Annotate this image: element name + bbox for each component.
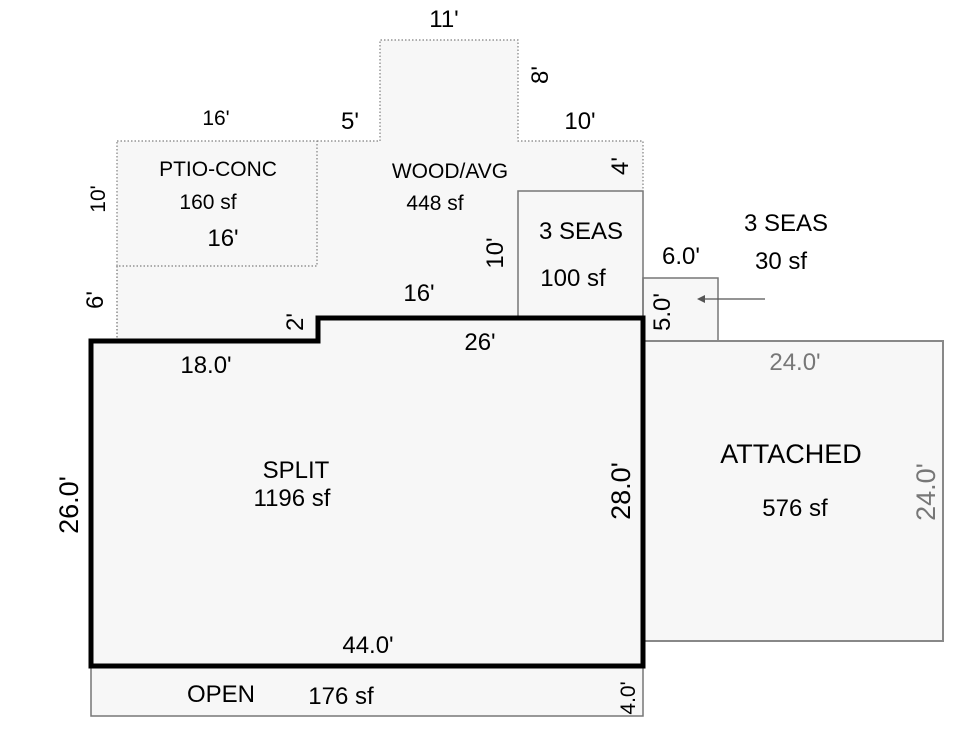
three-season-small-area: 30 sf xyxy=(755,248,807,275)
deck-dim-bump-top: 11' xyxy=(429,6,459,33)
patio-name: PTIO-CONC xyxy=(159,158,277,181)
garage-name: ATTACHED xyxy=(720,439,862,469)
room-fills xyxy=(91,40,943,716)
split-dim-bottom: 44.0' xyxy=(342,632,393,659)
deck-dim-bump-side: 8' xyxy=(527,66,554,84)
patio-dim-left: 10' xyxy=(87,185,110,212)
split-dim-top-right: 26' xyxy=(464,329,495,356)
porch-area: 176 sf xyxy=(308,683,374,710)
three-season-small-dim-side: 5.0' xyxy=(649,293,676,331)
split-main-outline xyxy=(88,315,646,669)
porch-dim-side: 4.0' xyxy=(617,681,640,714)
porch-name: OPEN xyxy=(187,681,255,708)
split-name: SPLIT xyxy=(263,457,330,484)
three-season-large-dim-side: 10' xyxy=(482,237,509,268)
patio-dim-bottom: 16' xyxy=(207,225,238,252)
deck-name: WOOD/AVG xyxy=(392,160,508,183)
split-dim-left: 26.0' xyxy=(54,476,84,534)
three-season-small-name: 3 SEAS xyxy=(744,210,828,237)
patio-area: 160 sf xyxy=(179,191,236,214)
patio-dim-top: 16' xyxy=(202,107,229,130)
patio-outline xyxy=(116,140,318,267)
deck-outline-path xyxy=(116,39,644,341)
deck-dim-step-left: 5' xyxy=(341,108,359,135)
garage-dim-top: 24.0' xyxy=(769,349,820,376)
three-season-small-dim-top: 6.0' xyxy=(662,243,700,270)
three-season-large-name: 3 SEAS xyxy=(539,218,623,245)
arrow-icon xyxy=(697,295,765,303)
deck-area: 448 sf xyxy=(406,192,463,215)
split-dim-right: 28.0' xyxy=(606,462,636,520)
deck-dim-right-drop: 4' xyxy=(607,157,634,175)
garage-dim-right: 24.0' xyxy=(911,463,941,521)
deck-dim-notch: 2' xyxy=(282,313,309,331)
garage-area: 576 sf xyxy=(762,495,828,522)
three-season-large-area: 100 sf xyxy=(540,265,606,292)
deck-dim-left-side: 6' xyxy=(82,291,109,309)
split-dim-top-left: 18.0' xyxy=(180,352,231,379)
split-area: 1196 sf xyxy=(254,485,331,512)
deck-dim-bottom: 16' xyxy=(403,280,434,307)
deck-dim-right-top: 10' xyxy=(564,108,595,135)
